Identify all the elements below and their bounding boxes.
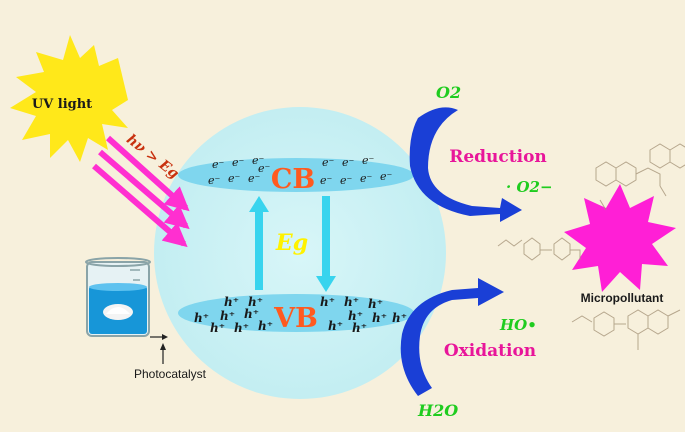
hole: h⁺ <box>372 311 387 325</box>
electron: e⁻ <box>252 154 265 167</box>
micropollutant-star-icon <box>564 184 676 292</box>
electron: e⁻ <box>342 156 355 169</box>
reduction-label: Reduction <box>449 147 547 167</box>
sun-label: UV light <box>32 97 92 112</box>
conduction-band <box>178 158 414 192</box>
hole: h⁺ <box>328 319 343 333</box>
superoxide-product: · O2− <box>506 178 553 196</box>
hole-group-right: h⁺ h⁺ h⁺ h⁺ h⁺ h⁺ h⁺ h⁺ <box>320 295 407 335</box>
beaker-icon <box>85 257 151 337</box>
electron: e⁻ <box>208 174 221 187</box>
electron: e⁻ <box>340 174 353 187</box>
hole: h⁺ <box>320 295 335 309</box>
sun-icon <box>10 35 128 162</box>
o2-reactant: O2 <box>436 83 461 102</box>
water-reactant: H2O <box>417 401 458 420</box>
hole: h⁺ <box>258 319 273 333</box>
hole: h⁺ <box>248 295 263 309</box>
molecule-structure-middle <box>497 237 581 261</box>
hole: h⁺ <box>194 311 209 325</box>
hole: h⁺ <box>392 311 407 325</box>
molecule-structure-top <box>595 143 685 211</box>
hole: h⁺ <box>234 321 249 335</box>
vb-label: VB <box>273 303 318 334</box>
hole: h⁺ <box>220 309 235 323</box>
hole: h⁺ <box>352 321 367 335</box>
photon-arrows <box>92 135 190 248</box>
hole: h⁺ <box>344 295 359 309</box>
band-gap-label: Eg <box>275 230 308 256</box>
reduction-curved-arrow <box>409 107 522 222</box>
electron: e⁻ <box>232 156 245 169</box>
recombination-arrow <box>316 196 336 292</box>
electron-group-left: e⁻ e⁻ e⁻ e⁻ e⁻ e⁻ e⁻ <box>208 154 271 187</box>
electron: e⁻ <box>320 174 333 187</box>
electron-group-right: e⁻ e⁻ e⁻ e⁻ e⁻ e⁻ e⁻ <box>320 154 393 187</box>
electron: e⁻ <box>362 154 375 167</box>
electron: e⁻ <box>380 170 393 183</box>
oxidation-curved-arrow <box>400 278 504 396</box>
micropollutant-label: Micropollutant <box>581 291 664 305</box>
beaker-pointer-arrow <box>150 334 168 340</box>
electron: e⁻ <box>322 156 335 169</box>
hole: h⁺ <box>348 309 363 323</box>
hole: h⁺ <box>210 321 225 335</box>
photocatalyst-label: Photocatalyst <box>134 367 207 381</box>
valence-band <box>178 294 414 332</box>
hole-group-left: h⁺ h⁺ h⁺ h⁺ h⁺ h⁺ h⁺ h⁺ <box>194 295 273 335</box>
label-pointer-arrow <box>160 343 166 364</box>
hydroxyl-product: HO• <box>499 316 537 334</box>
electron: e⁻ <box>228 172 241 185</box>
electron: e⁻ <box>212 158 225 171</box>
electron: e⁻ <box>360 172 373 185</box>
molecule-structure-bottom <box>571 309 681 350</box>
excitation-arrow <box>249 196 269 290</box>
hole: h⁺ <box>224 295 239 309</box>
electron: e⁻ <box>258 162 271 175</box>
cb-label: CB <box>271 164 315 195</box>
oxidation-label: Oxidation <box>444 341 536 361</box>
hole: h⁺ <box>244 307 259 321</box>
electron: e⁻ <box>248 172 261 185</box>
hole: h⁺ <box>368 297 383 311</box>
